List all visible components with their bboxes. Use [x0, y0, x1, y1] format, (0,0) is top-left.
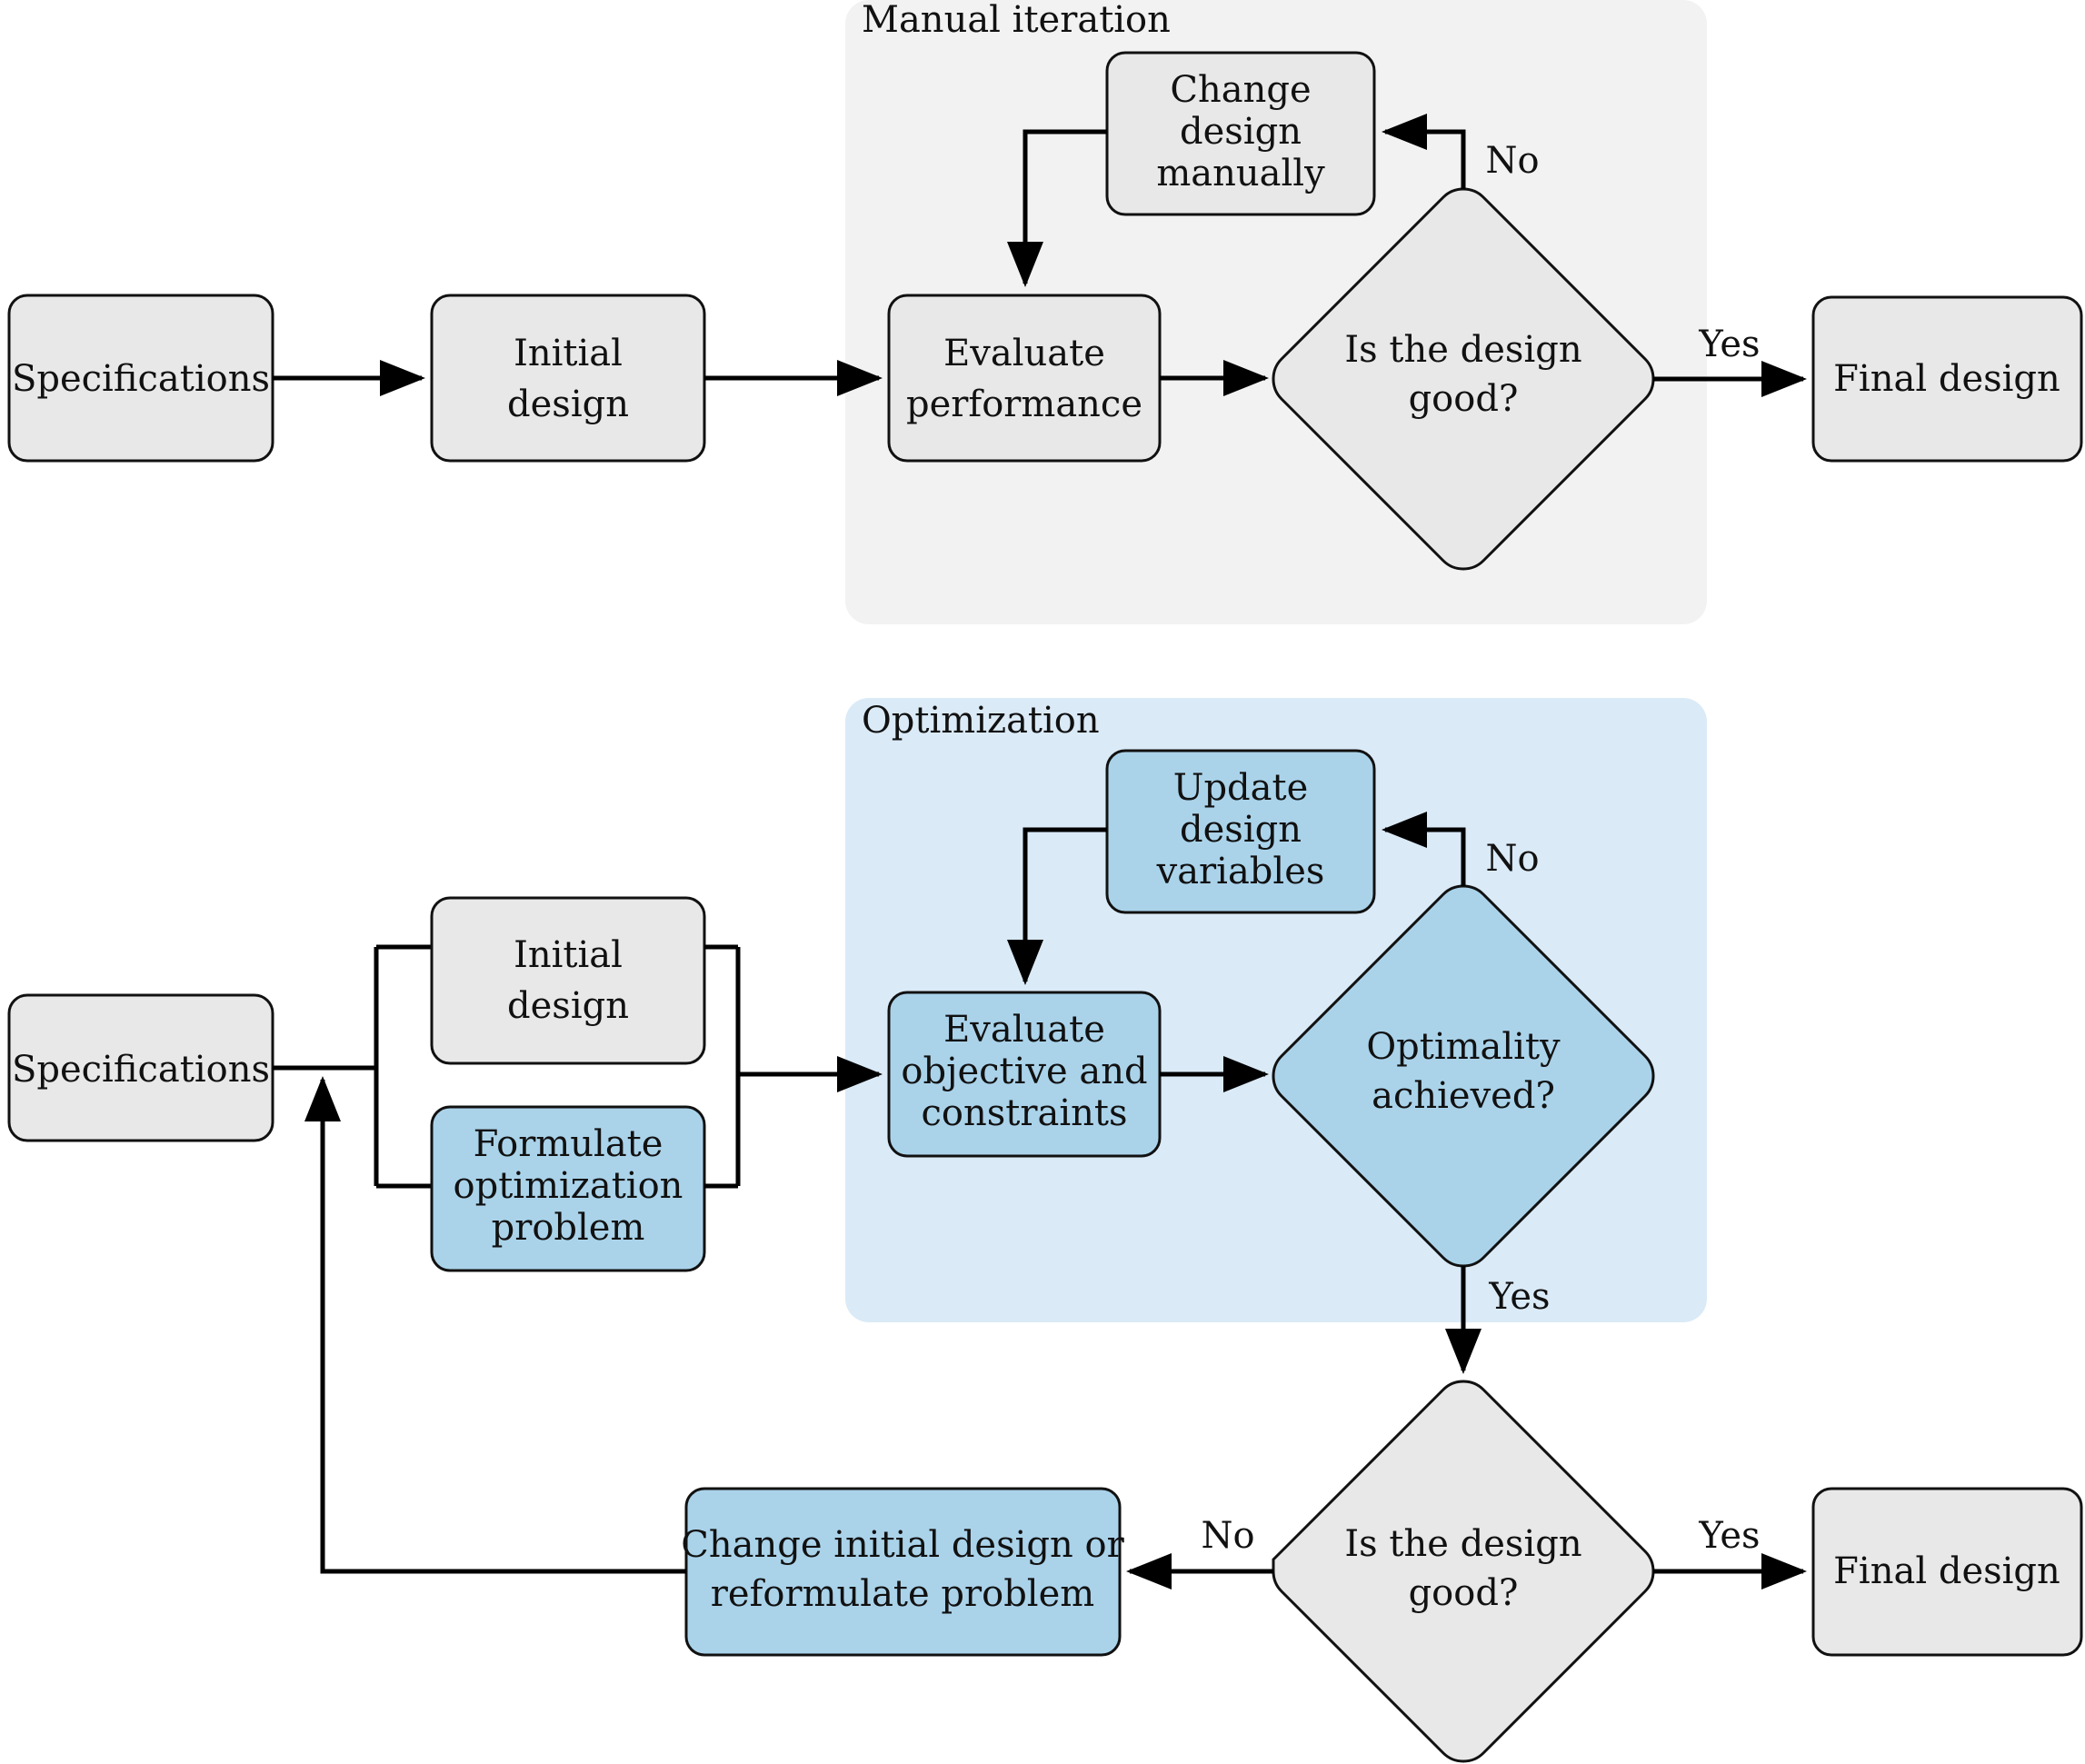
edge-label-no-design-good: No: [1201, 1515, 1254, 1557]
node-update-design-variables-line2: design: [1180, 809, 1302, 851]
edge-update-to-evaluate-objective: [1007, 827, 1107, 986]
node-formulate-optimization-problem-line1: Formulate: [474, 1123, 663, 1165]
node-evaluate-objective-line1: Evaluate: [943, 1009, 1105, 1051]
edge-label-yes-manual: Yes: [1698, 324, 1760, 365]
node-initial-design-optimization-line2: design: [507, 985, 629, 1027]
node-evaluate-performance-line2: performance: [906, 384, 1142, 425]
edge-label-yes-optimality: Yes: [1488, 1276, 1550, 1318]
node-initial-design-optimization-line1: Initial: [514, 934, 623, 976]
node-is-design-good-manual-line2: good?: [1409, 378, 1519, 420]
node-update-design-variables-line3: variables: [1156, 851, 1325, 892]
node-change-initial-design-line1: Change initial design or: [681, 1524, 1124, 1566]
node-change-initial-design-line2: reformulate problem: [711, 1573, 1094, 1615]
manual-iteration-panel-label: Manual iteration: [862, 0, 1171, 41]
node-is-design-good-manual[interactable]: [1272, 187, 1655, 571]
optimization-panel-label: Optimization: [862, 700, 1100, 742]
node-evaluate-objective-line2: objective and: [901, 1051, 1147, 1092]
node-final-design-manual-label: Final design: [1833, 358, 2060, 400]
node-evaluate-objective-line3: constraints: [922, 1092, 1128, 1134]
node-specifications-manual-label: Specifications: [12, 358, 270, 400]
node-is-design-good-optimization[interactable]: [1272, 1380, 1655, 1763]
node-final-design-optimization-label: Final design: [1833, 1550, 2060, 1592]
node-formulate-optimization-problem-line2: optimization: [454, 1165, 683, 1207]
node-formulate-optimization-problem-line3: problem: [492, 1207, 645, 1249]
node-is-design-good-optimization-line1: Is the design: [1344, 1523, 1581, 1565]
edge-no-loop-optimization: [1381, 812, 1466, 886]
edge-label-no-optimality: No: [1485, 838, 1539, 880]
node-evaluate-performance-line1: Evaluate: [943, 333, 1105, 374]
edge-label-yes-design-good: Yes: [1698, 1515, 1760, 1557]
node-change-design-manually-line3: manually: [1156, 153, 1325, 194]
node-change-design-manually-line2: design: [1180, 111, 1302, 153]
node-is-design-good-optimization-line2: good?: [1409, 1572, 1519, 1614]
node-change-initial-design-or-reformulate-problem[interactable]: [684, 1487, 1122, 1657]
node-initial-design-manual-line1: Initial: [514, 333, 623, 374]
node-optimality-achieved-line1: Optimality: [1366, 1026, 1561, 1068]
node-specifications-optimization-label: Specifications: [12, 1049, 270, 1091]
edge-no-loop-manual: [1381, 114, 1466, 189]
node-initial-design-manual[interactable]: [430, 294, 706, 463]
node-initial-design-manual-line2: design: [507, 384, 629, 425]
node-evaluate-performance[interactable]: [887, 294, 1162, 463]
edge-change-design-to-evaluate-performance: [1007, 129, 1107, 288]
edge-label-no-manual: No: [1485, 140, 1539, 182]
node-final-design-manual[interactable]: [1811, 295, 2083, 463]
node-change-design-manually-line1: Change: [1170, 69, 1311, 111]
node-update-design-variables-line1: Update: [1173, 767, 1309, 809]
node-is-design-good-manual-line1: Is the design: [1344, 329, 1581, 371]
node-optimality-achieved-line2: achieved?: [1372, 1075, 1555, 1117]
edge-change-initial-design-feedback: [304, 1075, 686, 1574]
node-initial-design-optimization[interactable]: [430, 896, 706, 1065]
node-final-design-optimization[interactable]: [1811, 1487, 2083, 1657]
node-formulate-optimization-problem[interactable]: [430, 1105, 706, 1272]
